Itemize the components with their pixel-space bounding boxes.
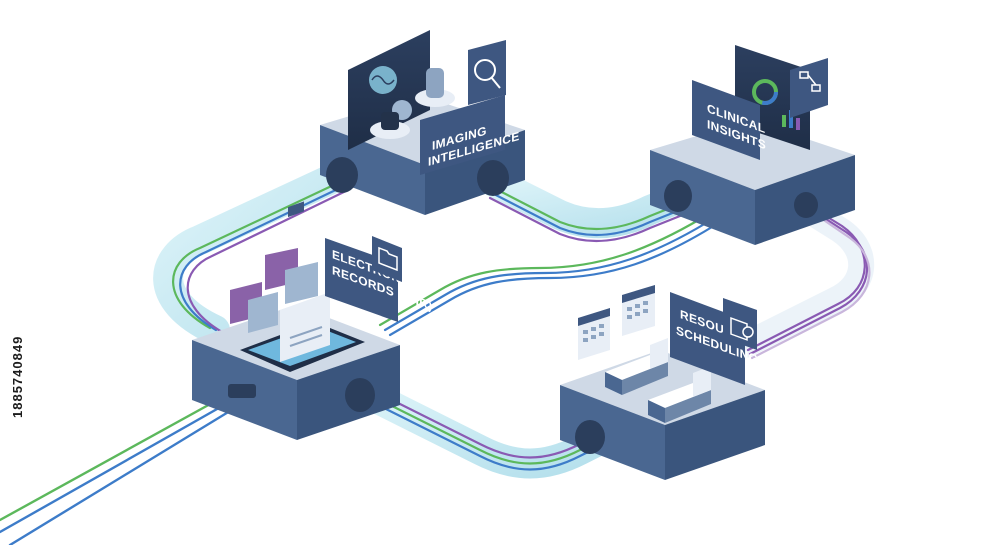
brain-search-panel xyxy=(468,40,506,105)
cable-port xyxy=(228,384,256,398)
tube-port xyxy=(326,157,358,193)
imaging-platform: IMAGING INTELLIGENCE xyxy=(320,30,525,215)
calendar-icon xyxy=(578,308,610,360)
tube-port xyxy=(477,160,509,196)
wire-ehr-clinical-blue xyxy=(385,217,716,330)
tube-port xyxy=(345,378,375,412)
calendar-icon xyxy=(622,285,655,336)
tube-port xyxy=(794,192,818,218)
stock-image-id-text: 1885740849 xyxy=(10,336,25,418)
tube-port xyxy=(575,420,605,454)
wire-out-blue2 xyxy=(10,400,248,545)
stock-image-id: 1885740849 xyxy=(2,300,42,420)
tube-port xyxy=(664,180,692,212)
scheduling-platform: RESOURCE SCHEDULING xyxy=(560,285,765,480)
clinical-platform: CLINICAL INSIGHTS xyxy=(650,45,855,245)
